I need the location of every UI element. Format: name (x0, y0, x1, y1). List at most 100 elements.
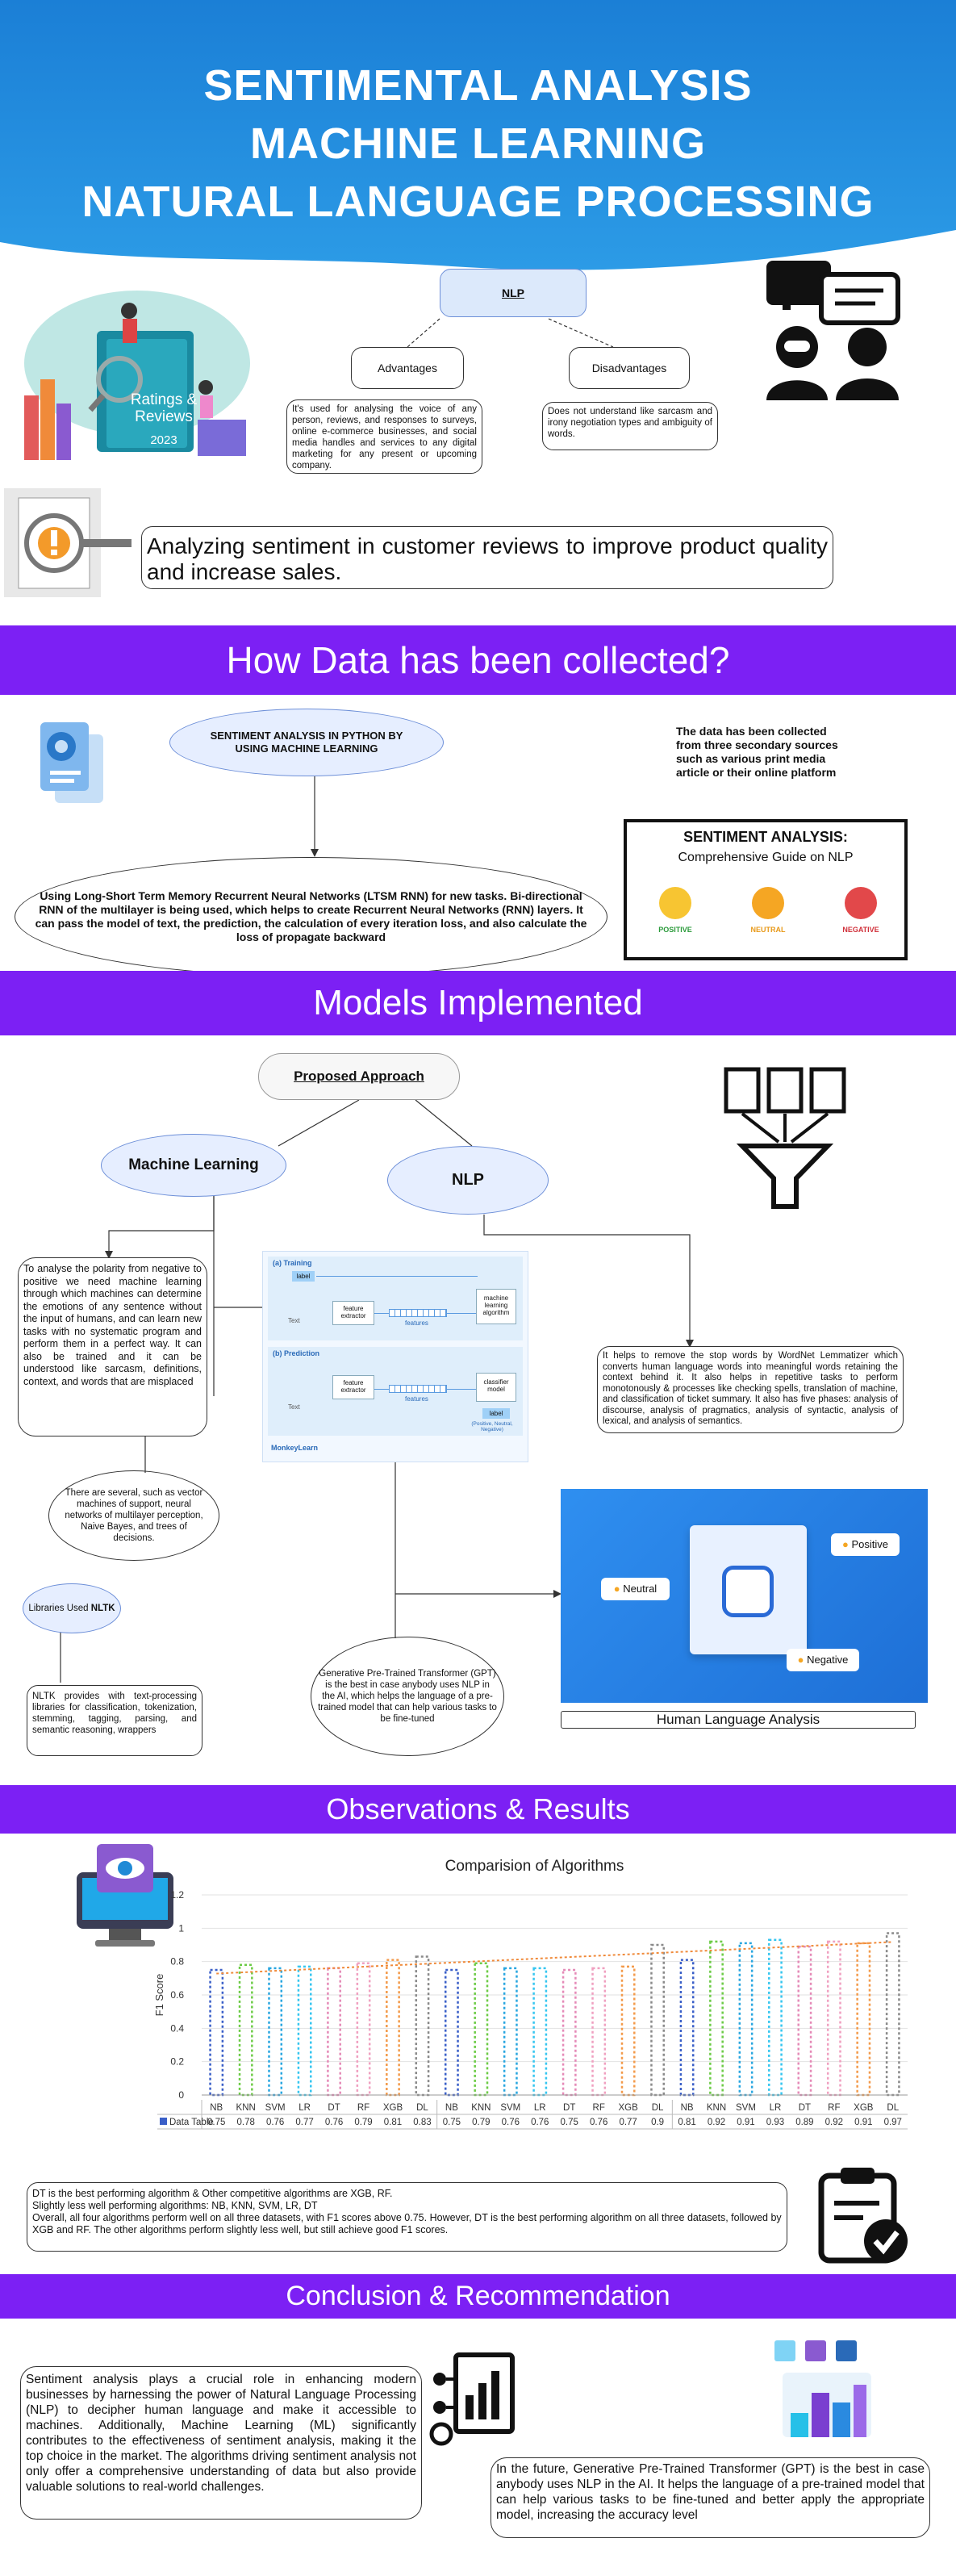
guide-negative: NEGATIVE (842, 926, 879, 934)
chart-bar (738, 1942, 754, 2097)
chart-ylabel: F1 Score (153, 1974, 165, 2017)
advantages-node: Advantages (351, 347, 464, 389)
results-summary-1: DT is the best performing algorithm & Ot… (32, 2188, 393, 2199)
disadvantages-text: Does not understand like sarcasm and iro… (542, 402, 718, 450)
chart-category-label: KNN (236, 2103, 256, 2113)
chart-bar (591, 1967, 607, 2097)
chart-bar (474, 1962, 489, 2097)
chart-data-label: 0.76 (590, 2118, 607, 2127)
disadvantages-node: Disadvantages (569, 347, 690, 389)
search-document-icon (4, 488, 132, 597)
chart-data-label: 0.75 (561, 2118, 578, 2127)
chart-data-label: 0.76 (266, 2118, 284, 2127)
machine-learning-label: Machine Learning (128, 1156, 259, 1173)
guide-title: SENTIMENT ANALYSIS: (683, 829, 848, 845)
chart-bar (620, 1965, 636, 2097)
negative-tag-label: Negative (807, 1654, 849, 1666)
section-models-title: Models Implemented (313, 983, 643, 1022)
conclusion-text: Sentiment analysis plays a crucial role … (20, 2366, 422, 2520)
libraries-name: NLTK (90, 1604, 115, 1613)
nlp-tree-connectors (407, 318, 614, 348)
lstm-oval: Using Long-Short Term Memory Recurrent N… (15, 857, 607, 976)
chart-category-label: RF (593, 2103, 605, 2113)
chart-category-label: DL (416, 2103, 428, 2113)
algorithms-oval: There are several, such as vector machin… (48, 1470, 219, 1561)
chart-data-label: 0.89 (795, 2118, 813, 2127)
chart-category-label: NB (210, 2103, 223, 2113)
chart-bar (503, 1967, 518, 2097)
chart-data-label: 0.83 (413, 2118, 431, 2127)
chart-bar (826, 1940, 841, 2097)
title-line-1: SENTIMENTAL ANALYSIS (203, 61, 753, 110)
chart-data-label: 0.79 (472, 2118, 490, 2127)
lstm-text: Using Long-Short Term Memory Recurrent N… (35, 889, 587, 943)
nlp-description: It helps to remove the stop words by Wor… (597, 1346, 904, 1433)
chart-data-label: 0.76 (531, 2118, 549, 2127)
prediction-features: features (405, 1395, 428, 1403)
data-funnel-icon (724, 1067, 846, 1209)
chart-data-label: 0.76 (502, 2118, 520, 2127)
nlp-cloud-label: NLP (452, 1171, 484, 1189)
chart-category-label: KNN (707, 2103, 726, 2113)
human-language-image: ● Positive ● Neutral ● Negative (561, 1489, 928, 1703)
chart-category-label: RF (828, 2103, 840, 2113)
chart-data-label: 0.77 (295, 2118, 313, 2127)
positive-face-icon (659, 887, 691, 919)
prediction-tag: label (482, 1408, 510, 1419)
title-line-2: MACHINE LEARNING (250, 119, 706, 168)
chart-category-label: LR (534, 2103, 546, 2113)
chart-ytick-label: 1.2 (170, 1889, 184, 1901)
ml-python-cloud-label: SENTIMENT ANALYSIS IN PYTHON BY USING MA… (210, 730, 403, 755)
guide-subtitle: Comprehensive Guide on NLP (678, 851, 854, 864)
chart-category-label: SVM (500, 2103, 520, 2113)
chart-category-label: LR (298, 2103, 311, 2113)
negative-face-icon (845, 887, 877, 919)
section-header-results: Observations & Results (0, 1785, 956, 1834)
gpt-oval: Generative Pre-Trained Transformer (GPT)… (311, 1637, 504, 1756)
section-data-title: How Data has been collected? (226, 639, 730, 681)
chart-category-label: XGB (854, 2103, 874, 2113)
chart-category-label: DL (887, 2103, 899, 2113)
human-language-caption: Human Language Analysis (561, 1711, 916, 1729)
section-results-title: Observations & Results (326, 1792, 630, 1825)
training-algorithm: machine learning algorithm (476, 1289, 516, 1324)
chart-legend-label: Data Table (169, 2118, 214, 2127)
training-tag: label (292, 1271, 315, 1282)
chart-category-label: DL (652, 2103, 664, 2113)
chart-data-label: 0.76 (325, 2118, 343, 2127)
section-header-data: How Data has been collected? (0, 625, 956, 695)
chart-data-label: 0.97 (884, 2118, 902, 2127)
chart-bar (561, 1968, 577, 2097)
training-features: features (405, 1319, 428, 1327)
training-text: Text (288, 1317, 300, 1324)
ratings-year: 2023 (150, 433, 177, 447)
nlp-node: NLP (440, 269, 587, 317)
chart-trendline (216, 1941, 893, 1975)
proposed-approach-node: Proposed Approach (258, 1053, 460, 1100)
gpt-text: Generative Pre-Trained Transformer (GPT)… (318, 1669, 497, 1724)
chart-bar (238, 1963, 253, 2097)
training-label: (a) Training (273, 1259, 312, 1267)
results-summary-box: DT is the best performing algorithm & Ot… (27, 2182, 787, 2252)
bar-chart-illustration (774, 2340, 871, 2437)
header-banner (0, 0, 956, 270)
chart-ytick-label: 1 (178, 1922, 184, 1934)
chart-data-label: 0.91 (854, 2118, 872, 2127)
chart-bar (386, 1959, 400, 2097)
prediction-extractor: feature extractor (332, 1375, 374, 1399)
chart-bar (679, 1959, 695, 2097)
prediction-label: (b) Prediction (273, 1349, 319, 1357)
libraries-label: Libraries Used (28, 1604, 89, 1613)
chart-title: Comparision of Algorithms (445, 1858, 624, 1875)
advantages-text: It's used for analysing the voice of any… (286, 399, 482, 474)
nlp-cloud: NLP (387, 1146, 549, 1215)
prediction-text: Text (288, 1403, 300, 1411)
results-summary-3: Overall, all four algorithms perform wel… (32, 2212, 782, 2235)
brain-chip-icon (722, 1566, 774, 1617)
chart-bar (532, 1967, 548, 2097)
chart-category-label: XGB (383, 2103, 403, 2113)
guide-positive: POSITIVE (658, 926, 692, 934)
chart-category-label: KNN (471, 2103, 491, 2113)
data-sources-text: The data has been collected from three s… (676, 725, 838, 779)
